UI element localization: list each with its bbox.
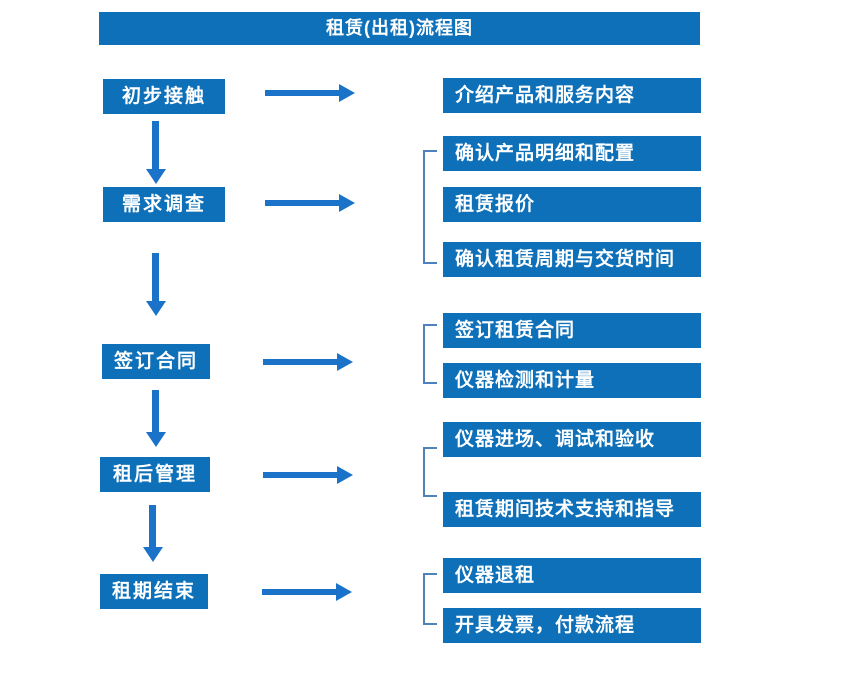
group-bracket bbox=[423, 447, 437, 497]
output-box-instrument-return: 仪器退租 bbox=[443, 558, 701, 593]
step-box-sign-contract: 签订合同 bbox=[102, 344, 210, 379]
output-box-sign-rental-contract: 签订租赁合同 bbox=[443, 313, 701, 348]
down-arrow bbox=[149, 505, 156, 547]
flowchart-title: 租赁(出租)流程图 bbox=[99, 12, 700, 45]
right-arrow bbox=[262, 589, 336, 595]
output-box-instrument-setup-acceptance: 仪器进场、调试和验收 bbox=[443, 422, 701, 457]
step-box-post-rental-management: 租后管理 bbox=[100, 457, 210, 492]
down-arrow bbox=[152, 390, 159, 432]
right-arrow bbox=[265, 200, 339, 206]
group-bracket bbox=[423, 573, 437, 625]
step-box-lease-end: 租期结束 bbox=[100, 574, 208, 609]
group-bracket bbox=[423, 150, 437, 264]
right-arrow bbox=[263, 472, 337, 478]
group-bracket bbox=[423, 324, 437, 384]
down-arrow bbox=[152, 253, 159, 301]
step-box-initial-contact: 初步接触 bbox=[103, 79, 225, 114]
step-box-demand-survey: 需求调查 bbox=[103, 187, 225, 222]
right-arrow bbox=[265, 90, 339, 96]
output-box-invoice-payment: 开具发票，付款流程 bbox=[443, 608, 701, 643]
output-box-technical-support: 租赁期间技术支持和指导 bbox=[443, 492, 701, 527]
output-box-confirm-product-details: 确认产品明细和配置 bbox=[443, 136, 701, 171]
right-arrow bbox=[263, 359, 337, 365]
down-arrow bbox=[152, 121, 159, 169]
output-box-rental-quotation: 租赁报价 bbox=[443, 187, 701, 222]
output-box-introduce-products-services: 介绍产品和服务内容 bbox=[443, 78, 701, 113]
output-box-instrument-inspection: 仪器检测和计量 bbox=[443, 363, 701, 398]
output-box-confirm-period-delivery: 确认租赁周期与交货时间 bbox=[443, 242, 701, 277]
